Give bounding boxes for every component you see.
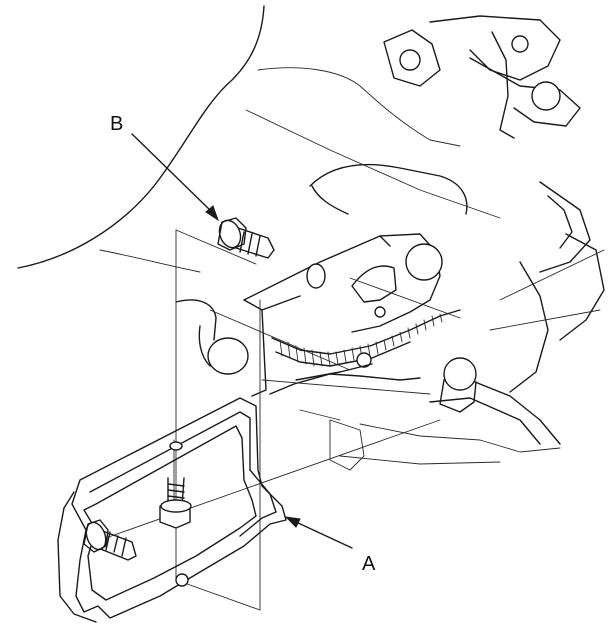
engine-block bbox=[17, 5, 501, 273]
lower-housing bbox=[175, 295, 477, 471]
callout-label-b: B bbox=[110, 113, 124, 135]
leader-line-b bbox=[131, 133, 219, 222]
callout-label-a: A bbox=[362, 553, 376, 575]
upper-bracket bbox=[383, 15, 581, 139]
transmission-housing bbox=[309, 163, 605, 465]
bracket-bolt-vertical bbox=[159, 477, 192, 529]
leader-line-a bbox=[284, 516, 353, 549]
reference-lines bbox=[99, 229, 461, 611]
bolt-b bbox=[217, 217, 275, 259]
bracket-bolt-horizontal bbox=[83, 519, 137, 561]
mount-upper-bracket bbox=[243, 233, 443, 333]
ring-gear bbox=[271, 309, 461, 381]
